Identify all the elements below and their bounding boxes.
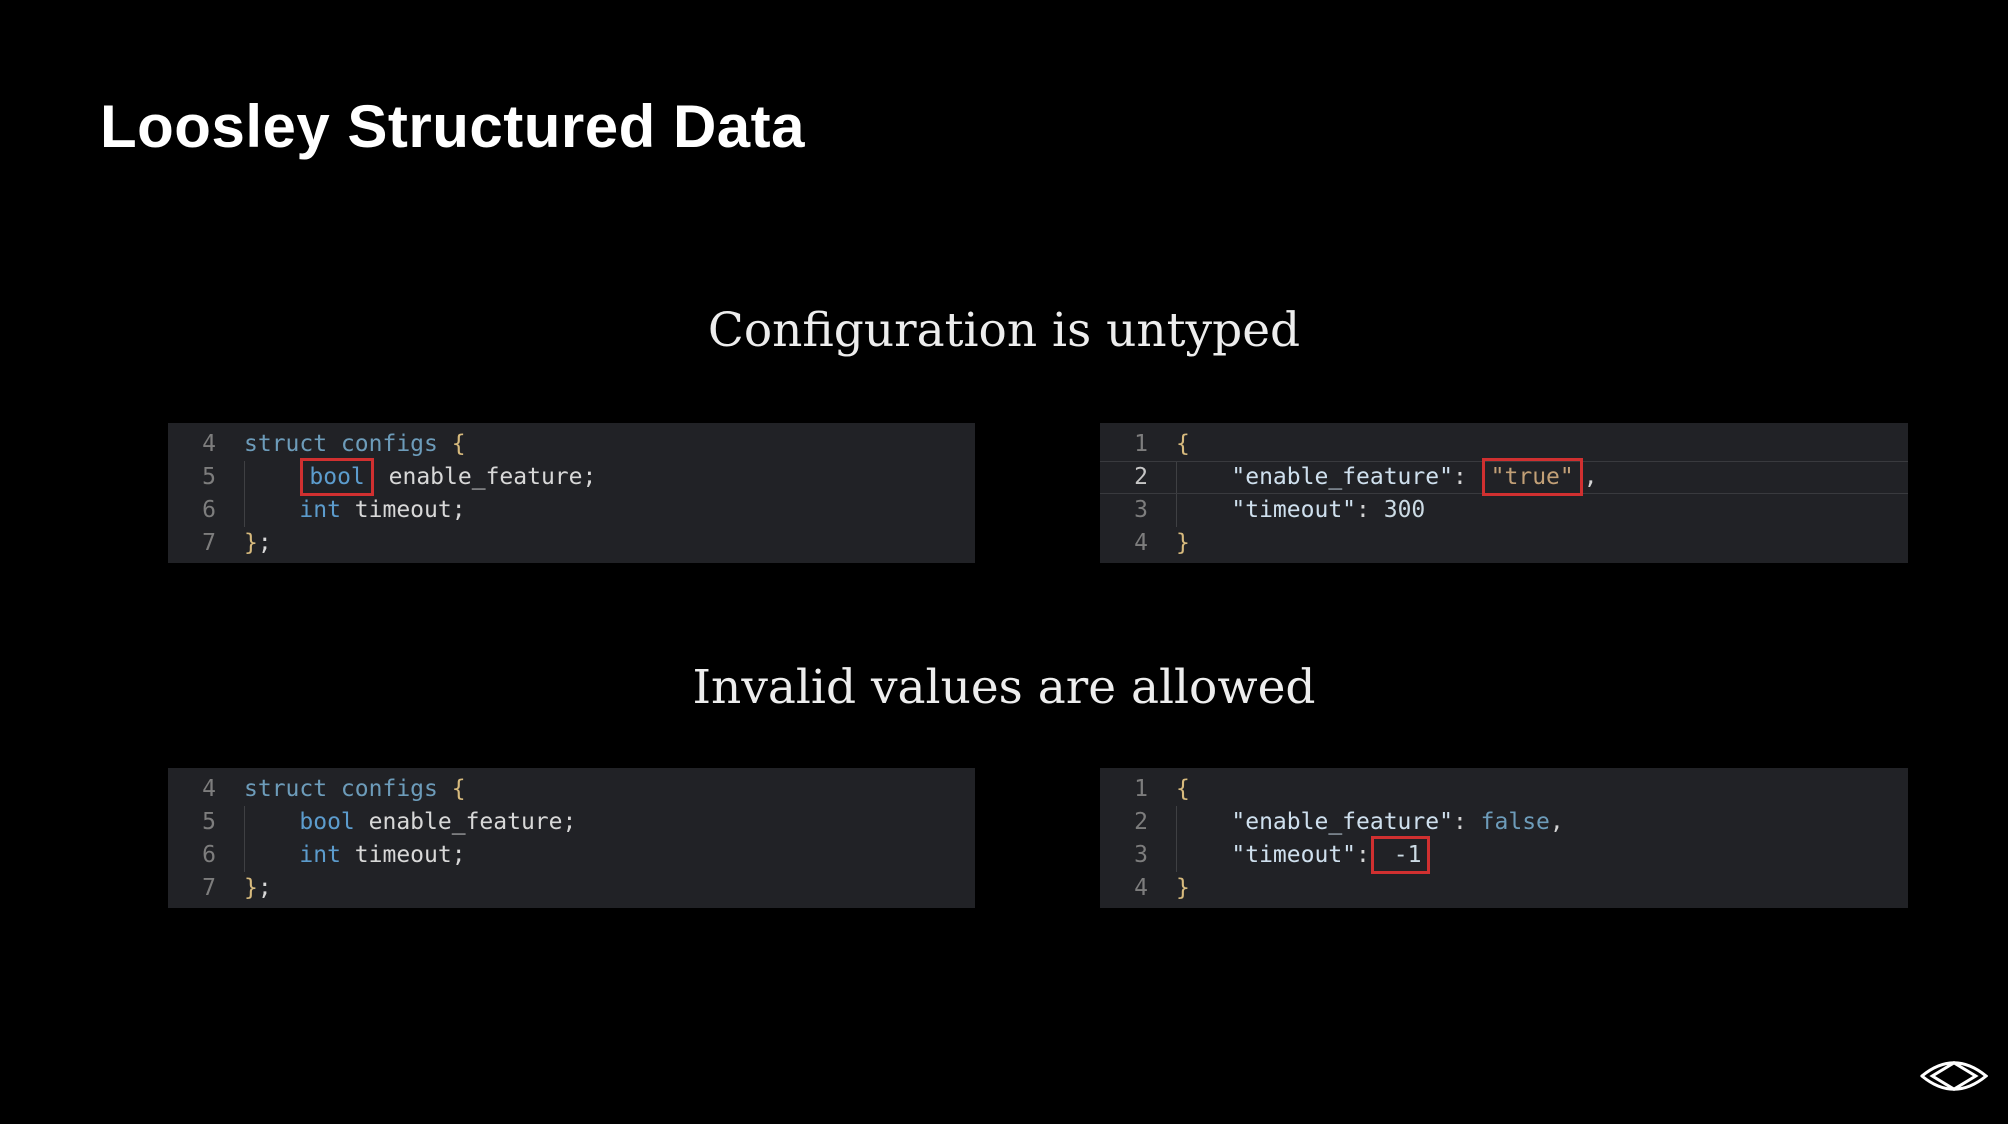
code-line: 3 "timeout": -1 <box>1100 836 1908 874</box>
code-text: }; <box>244 875 272 901</box>
code-text: bool enable_feature; <box>216 458 975 496</box>
code-line: 6 int timeout; <box>168 494 975 527</box>
code-line: 4 struct configs { <box>168 773 975 806</box>
highlight-box: -1 <box>1370 836 1431 874</box>
code-line: 4 struct configs { <box>168 428 975 461</box>
line-number: 1 <box>1134 431 1148 457</box>
line-number: 4 <box>1134 875 1148 901</box>
code-text: { <box>1176 431 1190 457</box>
code-text: bool enable_feature; <box>216 806 975 839</box>
code-text: }; <box>244 530 272 556</box>
line-number: 3 <box>1134 497 1148 523</box>
code-line: 7}; <box>168 872 975 905</box>
slide-title: Loosley Structured Data <box>100 93 805 160</box>
section-heading-untyped: Configuration is untyped <box>707 303 1301 358</box>
line-number: 2 <box>1134 809 1148 835</box>
line-number: 7 <box>202 530 216 556</box>
code-line: 5 bool enable_feature; <box>168 806 975 839</box>
line-number: 6 <box>202 497 216 523</box>
code-text: } <box>1176 875 1190 901</box>
code-text: "timeout": -1 <box>1148 836 1908 874</box>
line-number: 7 <box>202 875 216 901</box>
line-number: 4 <box>202 776 216 802</box>
line-number: 5 <box>202 464 216 490</box>
line-number: 3 <box>1134 842 1148 868</box>
line-number: 2 <box>1134 464 1148 490</box>
code-text: struct configs { <box>244 776 466 802</box>
code-text: { <box>1176 776 1190 802</box>
code-block-json-invalid: 1{2 "enable_feature": false,3 "timeout":… <box>1100 768 1908 908</box>
code-text: int timeout; <box>216 839 975 872</box>
code-line: 2 "enable_feature": "true", <box>1100 458 1908 496</box>
code-line: 5 bool enable_feature; <box>168 458 975 496</box>
line-number: 1 <box>1134 776 1148 802</box>
code-line: 3 "timeout": 300 <box>1100 494 1908 527</box>
line-number: 4 <box>202 431 216 457</box>
code-line: 4} <box>1100 527 1908 560</box>
code-line: 7}; <box>168 527 975 560</box>
section-heading-invalid: Invalid values are allowed <box>692 660 1316 715</box>
code-text: struct configs { <box>244 431 466 457</box>
code-block-json-untyped: 1{2 "enable_feature": "true",3 "timeout"… <box>1100 423 1908 563</box>
code-text: "enable_feature": false, <box>1148 806 1908 839</box>
code-line: 2 "enable_feature": false, <box>1100 806 1908 839</box>
code-line: 6 int timeout; <box>168 839 975 872</box>
code-line: 1{ <box>1100 428 1908 461</box>
line-number: 6 <box>202 842 216 868</box>
code-line: 4} <box>1100 872 1908 905</box>
code-text: "enable_feature": "true", <box>1148 458 1908 496</box>
code-text: int timeout; <box>216 494 975 527</box>
highlight-box: bool <box>300 458 374 496</box>
line-number: 4 <box>1134 530 1148 556</box>
line-number: 5 <box>202 809 216 835</box>
code-text: "timeout": 300 <box>1148 494 1908 527</box>
diamond-lens-logo-icon <box>1920 1046 1988 1106</box>
code-text: } <box>1176 530 1190 556</box>
code-line: 1{ <box>1100 773 1908 806</box>
highlight-box: "true" <box>1481 458 1583 496</box>
